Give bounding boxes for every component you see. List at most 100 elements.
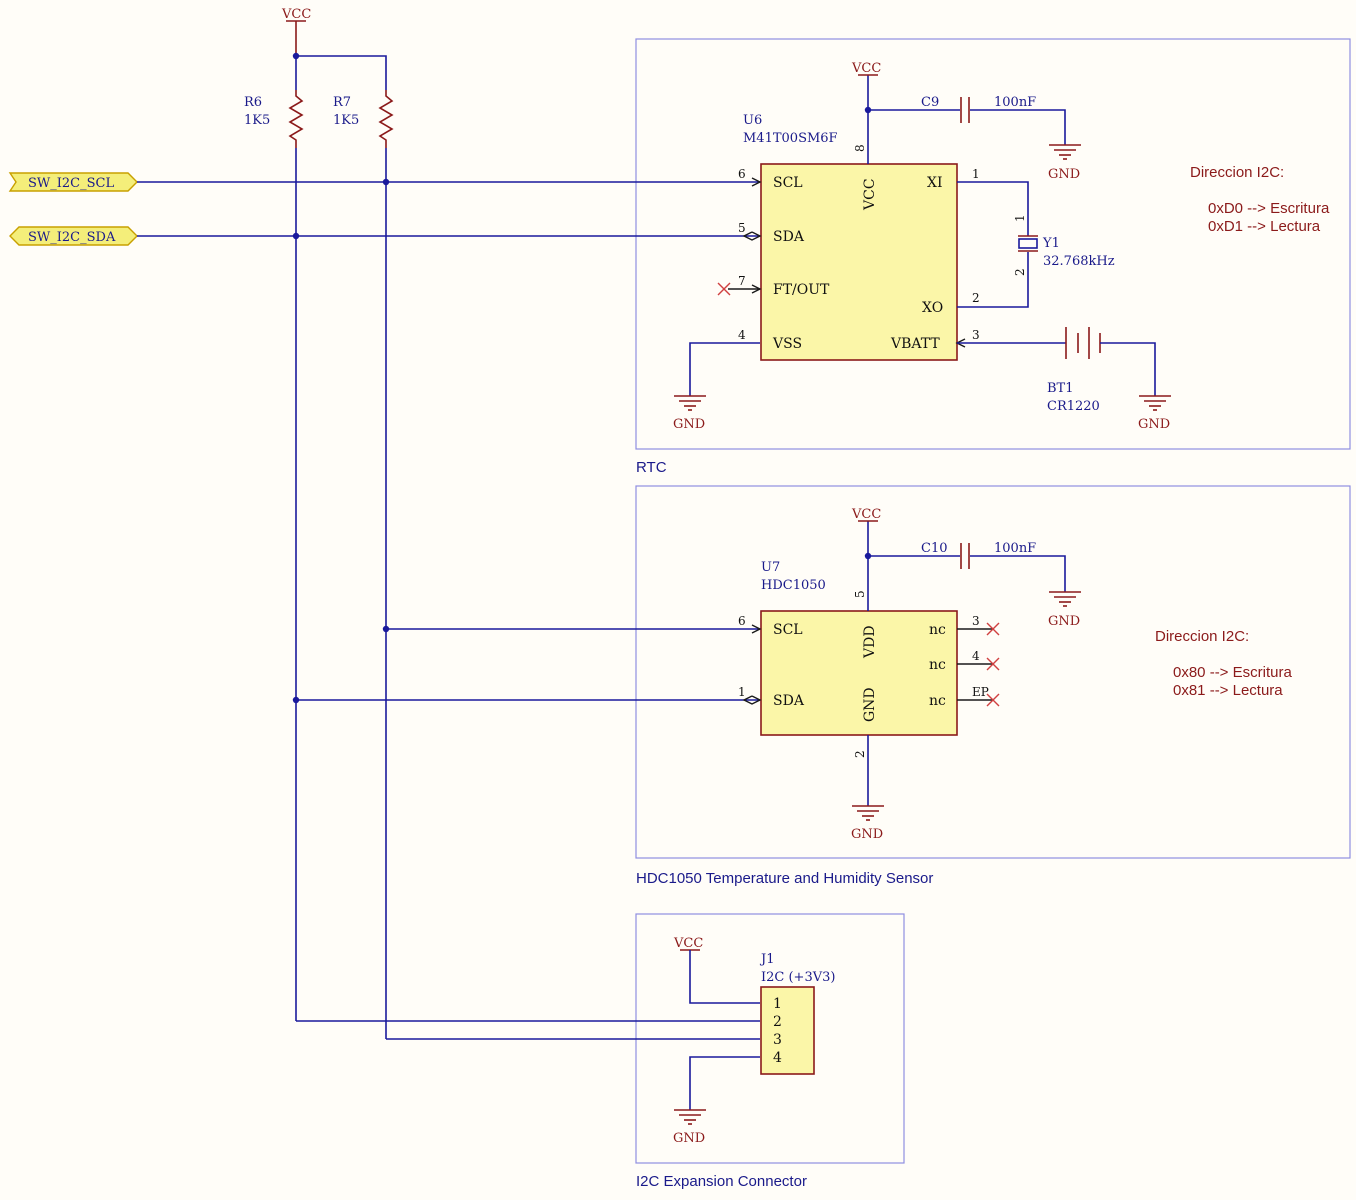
connector-j1[interactable] — [760, 986, 815, 1075]
svg-text:Y1: Y1 — [1042, 236, 1060, 251]
no-connect-icon — [986, 657, 1000, 671]
battery-bt1: BT1 CR1220 — [1047, 327, 1101, 414]
svg-text:0x81 --> Lectura: 0x81 --> Lectura — [1173, 682, 1283, 699]
capacitor-c10: C10 100nF — [921, 541, 1036, 569]
svg-text:BT1: BT1 — [1047, 381, 1074, 396]
gnd-symbol: GND — [673, 395, 706, 432]
svg-text:4: 4 — [972, 649, 980, 663]
u6-pin-vbatt-label: VBATT — [890, 336, 940, 352]
svg-text:4: 4 — [738, 328, 746, 342]
u6-pin-vss-label: VSS — [772, 336, 802, 352]
u6-pin-vcc-label: VCC — [862, 178, 878, 211]
svg-text:Direccion I2C:: Direccion I2C: — [1155, 628, 1249, 645]
svg-text:6: 6 — [738, 167, 746, 181]
no-connect-icon — [986, 622, 1000, 636]
svg-text:6: 6 — [738, 614, 746, 628]
vcc-symbol-j1: VCC — [673, 936, 703, 951]
u7-pin-nc2-label: nc — [929, 657, 946, 673]
ic-u6[interactable] — [760, 163, 958, 361]
svg-text:VCC: VCC — [851, 507, 881, 522]
gnd-symbol: GND — [673, 1109, 706, 1146]
svg-text:EP: EP — [972, 685, 989, 699]
svg-text:100nF: 100nF — [994, 541, 1036, 556]
u7-pin-nc3-label: nc — [929, 693, 946, 709]
u7-pin-scl-label: SCL — [773, 622, 803, 638]
junction-dot — [382, 178, 390, 186]
gnd-symbol: GND — [851, 805, 884, 842]
svg-text:C10: C10 — [921, 541, 948, 556]
rtc-frame — [635, 38, 1351, 450]
hdc-frame-label: HDC1050 Temperature and Humidity Sensor — [636, 870, 933, 887]
pin-arrow — [742, 231, 762, 241]
resistor-r7: R7 1K5 — [333, 90, 394, 148]
svg-text:SW_I2C_SCL: SW_I2C_SCL — [28, 176, 114, 191]
u7-ref: U7 — [761, 560, 780, 575]
pin-arrow — [742, 695, 762, 705]
resistor-r6: R6 1K5 — [244, 90, 304, 148]
junction-dot — [292, 52, 300, 60]
no-connect-icon — [986, 693, 1000, 707]
svg-text:1: 1 — [738, 685, 746, 699]
svg-text:1: 1 — [1013, 214, 1027, 222]
svg-text:GND: GND — [673, 417, 705, 432]
svg-text:7: 7 — [738, 274, 746, 288]
rtc-frame-label: RTC — [636, 459, 667, 476]
svg-text:1: 1 — [972, 167, 980, 181]
u6-pin-scl-label: SCL — [773, 175, 803, 191]
svg-text:3: 3 — [972, 614, 980, 628]
port-sw-i2c-sda[interactable]: SW_I2C_SDA — [9, 226, 138, 246]
vcc-rail-wire — [296, 55, 387, 90]
svg-text:SW_I2C_SDA: SW_I2C_SDA — [28, 230, 116, 245]
gnd-symbol: GND — [1048, 591, 1081, 629]
svg-text:CR1220: CR1220 — [1047, 399, 1100, 414]
vcc-symbol-pullup: VCC — [281, 7, 311, 56]
u6-ref: U6 — [743, 113, 762, 128]
u6-pin-xo-label: XO — [922, 300, 943, 316]
svg-text:VCC: VCC — [673, 936, 703, 951]
svg-text:GND: GND — [851, 827, 883, 842]
vcc-symbol-u6: VCC — [851, 61, 881, 76]
u7-pin-nc1-label: nc — [929, 622, 946, 638]
ic-u7[interactable] — [760, 610, 958, 736]
j1-pin-2: 2 — [773, 1014, 782, 1030]
junction-dot — [292, 232, 300, 240]
svg-text:32.768kHz: 32.768kHz — [1043, 254, 1115, 269]
crystal-y1: 1 2 Y1 32.768kHz — [1013, 214, 1115, 276]
u7-pin-gnd-label: GND — [862, 687, 878, 722]
gnd-symbol: GND — [1048, 144, 1081, 182]
vss-wire — [689, 342, 760, 396]
svg-text:1K5: 1K5 — [333, 113, 359, 128]
port-sw-i2c-scl[interactable]: SW_I2C_SCL — [8, 172, 138, 192]
svg-text:5: 5 — [853, 590, 867, 598]
svg-text:R6: R6 — [244, 95, 262, 110]
svg-text:VCC: VCC — [851, 61, 881, 76]
svg-text:0xD1 --> Lectura: 0xD1 --> Lectura — [1208, 218, 1321, 235]
svg-text:R7: R7 — [333, 95, 351, 110]
junction-dot — [382, 625, 390, 633]
svg-text:GND: GND — [1048, 614, 1080, 629]
vcc-symbol-u7: VCC — [851, 507, 881, 522]
svg-text:3: 3 — [972, 328, 980, 342]
j1-value: I2C (+3V3) — [761, 970, 835, 985]
j1-pin-4: 4 — [773, 1050, 782, 1066]
svg-text:8: 8 — [853, 144, 867, 152]
svg-text:GND: GND — [673, 1131, 705, 1146]
u6-pin-ftout-label: FT/OUT — [773, 282, 830, 298]
svg-text:GND: GND — [1138, 417, 1170, 432]
u7-pin-vdd-label: VDD — [862, 625, 878, 659]
svg-text:1K5: 1K5 — [244, 113, 270, 128]
u6-pin-xi-label: XI — [927, 175, 943, 191]
svg-text:100nF: 100nF — [994, 95, 1036, 110]
pin-arrow — [751, 284, 762, 294]
u7-part: HDC1050 — [761, 578, 826, 593]
junction-dot — [292, 696, 300, 704]
svg-text:2: 2 — [972, 291, 980, 305]
connector-frame-label: I2C Expansion Connector — [636, 1173, 807, 1190]
svg-text:2: 2 — [853, 750, 867, 758]
svg-text:0x80 --> Escritura: 0x80 --> Escritura — [1173, 664, 1292, 681]
svg-text:GND: GND — [1048, 167, 1080, 182]
hdc-frame — [635, 485, 1351, 859]
capacitor-c9: C9 100nF — [921, 95, 1036, 123]
hdc-address-note: Direccion I2C: 0x80 --> Escritura 0x81 -… — [1155, 628, 1292, 699]
